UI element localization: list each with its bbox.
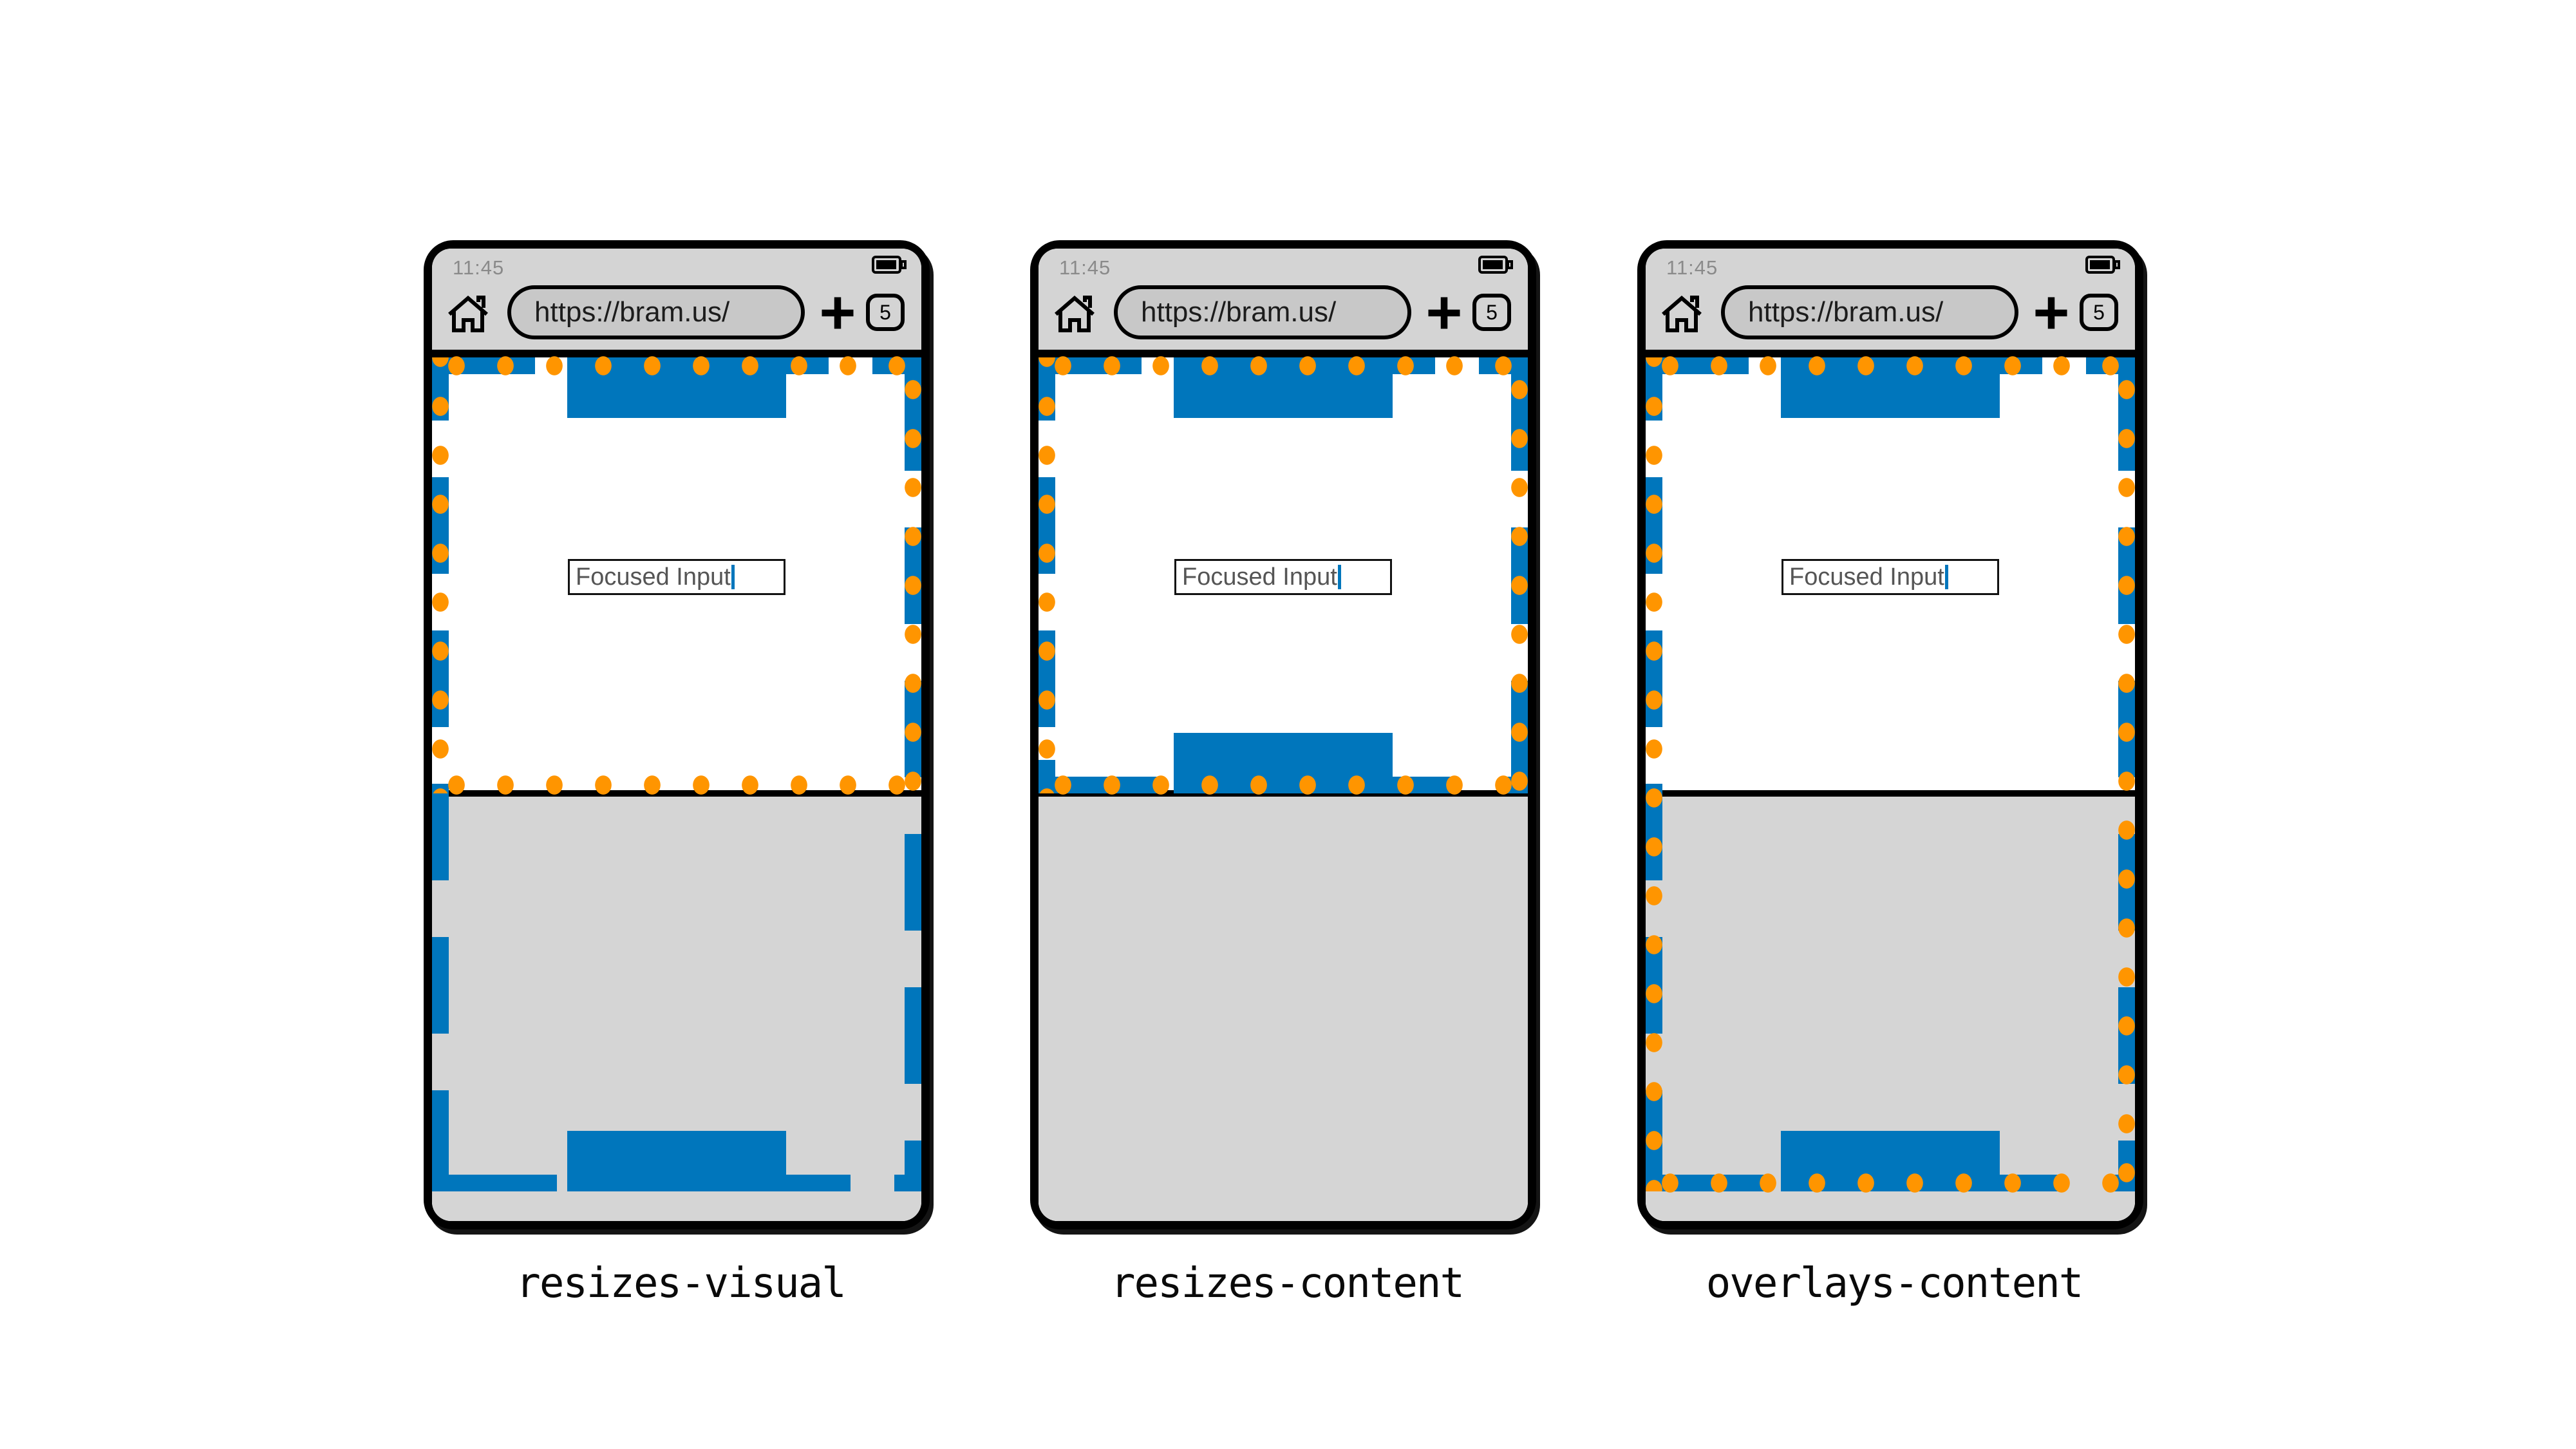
visual-viewport-border-bottom	[432, 775, 921, 795]
phone-caption: overlays-content	[1706, 1260, 2084, 1307]
visual-viewport-border-right	[2117, 357, 2135, 1191]
tab-count: 5	[2093, 300, 2105, 324]
url-bar[interactable]: https://bram.us/	[1721, 285, 2018, 339]
tab-counter[interactable]: 5	[2080, 294, 2118, 331]
visual-viewport-border-bottom	[1039, 775, 1528, 795]
virtual-keyboard[interactable]	[1039, 797, 1528, 1221]
focused-input[interactable]: Focused Input	[568, 559, 785, 595]
url-text: https://bram.us/	[534, 296, 730, 328]
visual-viewport-border-bottom	[1646, 1173, 2135, 1193]
battery-icon	[2085, 255, 2121, 274]
toolbar-separator	[432, 350, 921, 357]
new-tab-icon[interactable]	[2033, 295, 2069, 331]
battery-icon	[871, 255, 907, 274]
new-tab-icon[interactable]	[820, 295, 856, 331]
home-icon[interactable]	[1660, 294, 1704, 334]
toolbar-separator	[1039, 350, 1528, 357]
keyboard-top-edge	[1646, 790, 2135, 797]
browser-chrome: 11:45 https://bram.us/ 5	[1039, 249, 1528, 350]
url-bar[interactable]: https://bram.us/	[1114, 285, 1411, 339]
visual-viewport-border-top	[1646, 356, 2135, 375]
focused-input[interactable]: Focused Input	[1782, 559, 1999, 595]
focused-input[interactable]: Focused Input	[1174, 559, 1392, 595]
page-area: Focused Input	[1646, 356, 2135, 1221]
page-area: Focused Input	[432, 356, 921, 1221]
url-text: https://bram.us/	[1748, 296, 1944, 328]
status-time: 11:45	[1059, 256, 1111, 279]
input-value: Focused Input	[1789, 563, 1944, 591]
tab-counter[interactable]: 5	[866, 294, 905, 331]
input-value: Focused Input	[1182, 563, 1337, 591]
status-time: 11:45	[453, 256, 505, 279]
text-caret	[1337, 565, 1341, 589]
phone-screen: 11:45 https://bram.us/ 5	[1646, 249, 2135, 1221]
phone-caption: resizes-content	[1111, 1260, 1465, 1307]
phone-caption: resizes-visual	[516, 1260, 846, 1307]
tab-count: 5	[1486, 300, 1498, 324]
new-tab-icon[interactable]	[1426, 295, 1462, 331]
phone-mockup-resizes-content: 11:45 https://bram.us/ 5	[1030, 240, 1536, 1229]
text-caret	[1944, 565, 1948, 589]
home-icon[interactable]	[446, 294, 490, 334]
phone-screen: 11:45 https://bram.us/ 5	[432, 249, 921, 1221]
visual-viewport-border-left	[432, 357, 450, 793]
visual-viewport-border-right	[903, 357, 921, 793]
browser-chrome: 11:45 https://bram.us/ 5	[432, 249, 921, 350]
input-value: Focused Input	[576, 563, 731, 591]
visual-viewport-border-right	[1510, 357, 1528, 793]
url-text: https://bram.us/	[1141, 296, 1337, 328]
visual-viewport-border-left	[1646, 357, 1664, 1191]
phone-mockup-overlays-content: 11:45 https://bram.us/ 5	[1637, 240, 2143, 1229]
visual-viewport-border-top	[1039, 356, 1528, 375]
tab-counter[interactable]: 5	[1472, 294, 1511, 331]
toolbar-separator	[1646, 350, 2135, 357]
page-footer	[567, 1131, 786, 1191]
visual-viewport	[1646, 356, 2135, 1193]
home-icon[interactable]	[1053, 294, 1096, 334]
page-area: Focused Input	[1039, 356, 1528, 1221]
tab-count: 5	[879, 300, 891, 324]
phone-screen: 11:45 https://bram.us/ 5	[1039, 249, 1528, 1221]
text-caret	[731, 565, 735, 589]
visual-viewport-border-left	[1039, 357, 1057, 793]
visual-viewport	[1039, 356, 1528, 795]
phone-mockup-resizes-visual: 11:45 https://bram.us/ 5	[424, 240, 930, 1229]
url-bar[interactable]: https://bram.us/	[507, 285, 805, 339]
visual-viewport-border-top	[432, 356, 921, 375]
visual-viewport	[432, 356, 921, 795]
battery-icon	[1478, 255, 1514, 274]
browser-chrome: 11:45 https://bram.us/ 5	[1646, 249, 2135, 350]
status-time: 11:45	[1666, 256, 1718, 279]
